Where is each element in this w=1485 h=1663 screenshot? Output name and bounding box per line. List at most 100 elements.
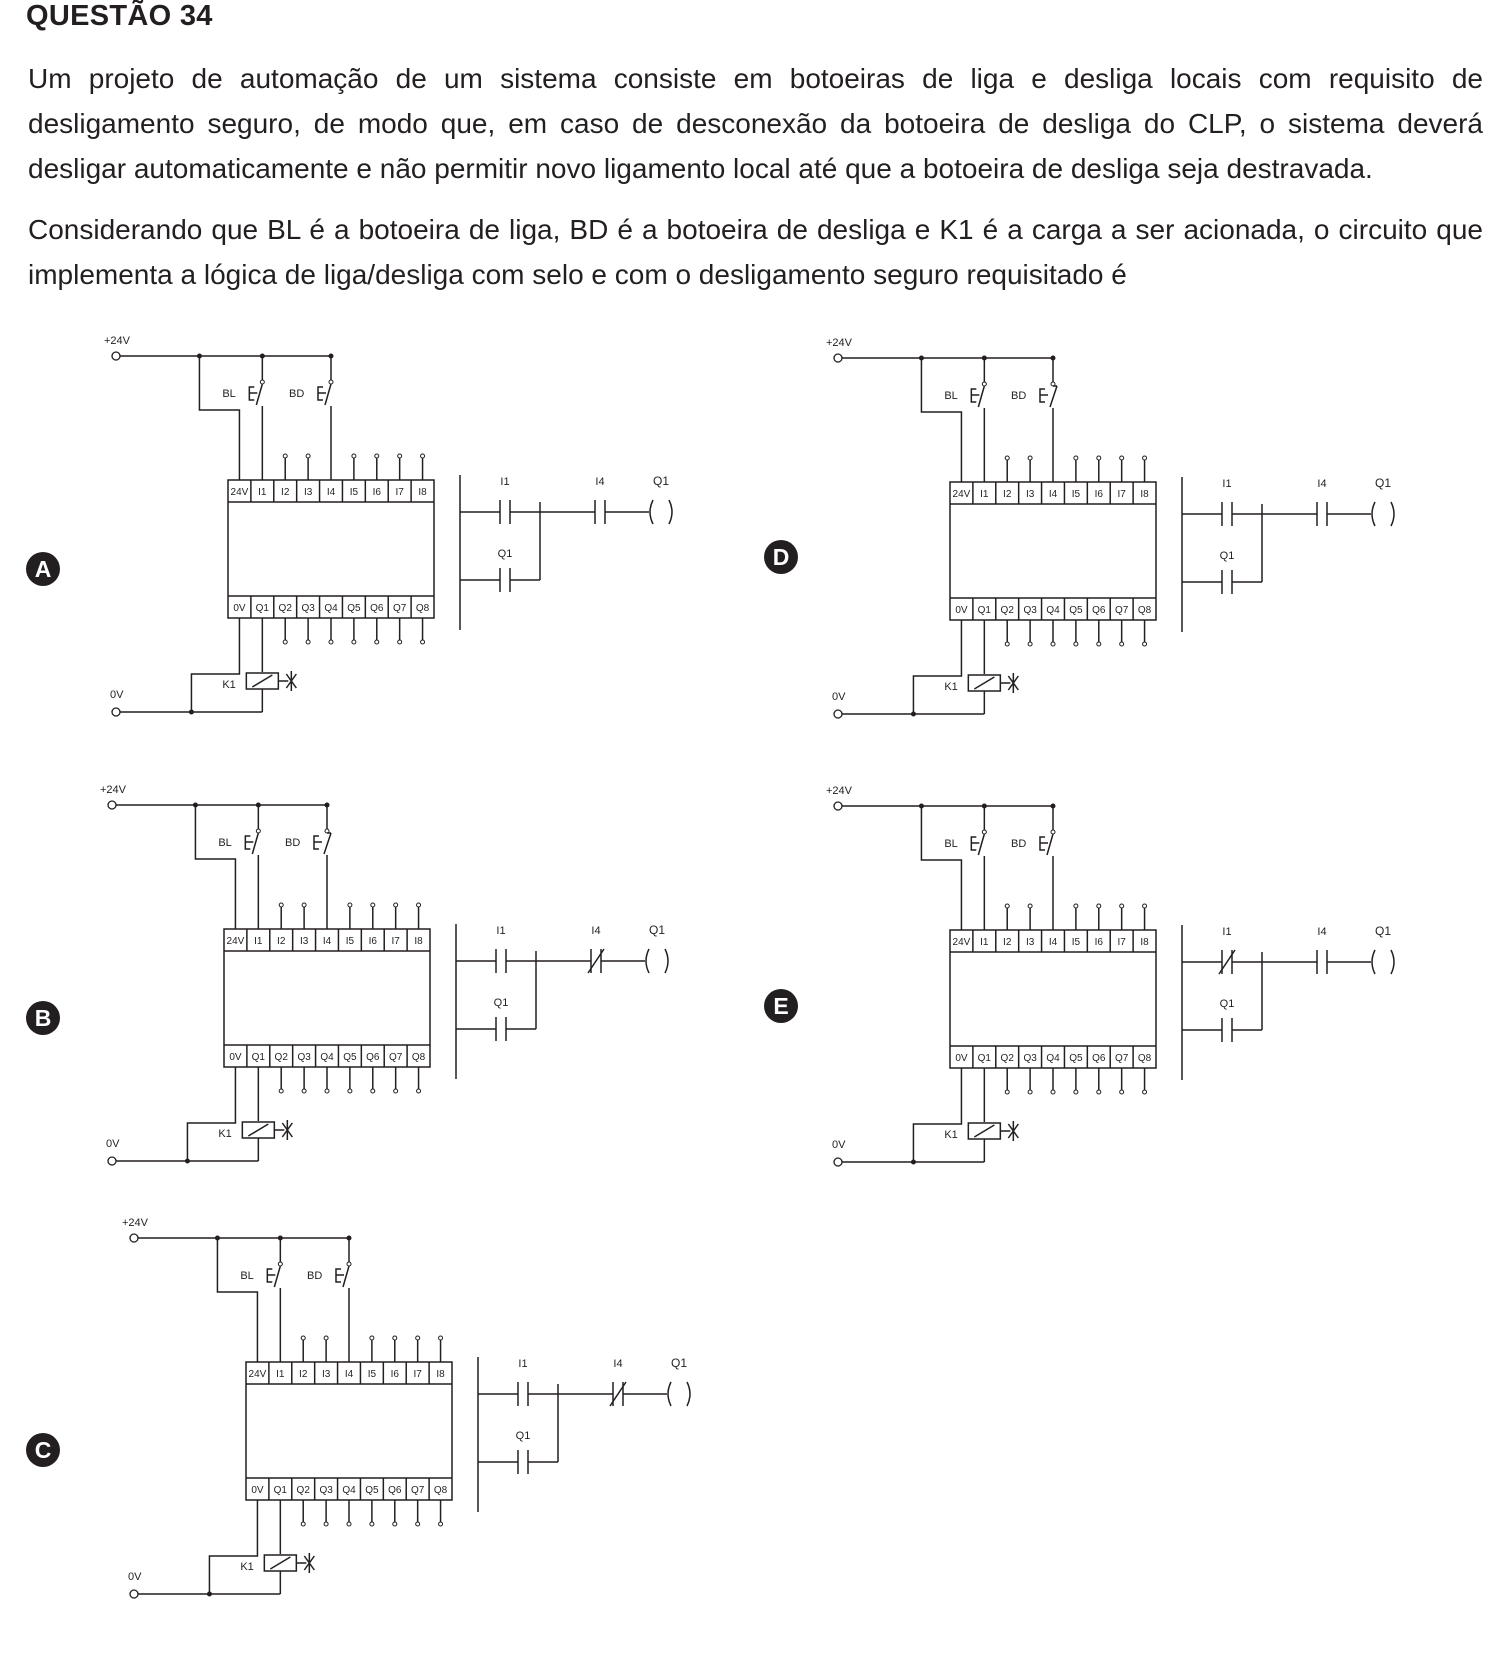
ladder-i4-label: I4 xyxy=(1317,478,1326,490)
plc-24v-feed xyxy=(194,805,237,929)
plc-input-terminal-label: I2 xyxy=(299,1369,308,1380)
plc-input-terminal-label: I2 xyxy=(1003,937,1012,948)
plc-output-terminal-label: Q8 xyxy=(1138,605,1152,616)
ground-label: 0V xyxy=(128,1571,142,1583)
option-b-badge[interactable]: B xyxy=(26,1001,60,1035)
plc-input-terminal-label: I1 xyxy=(276,1369,285,1380)
output-stub-end xyxy=(397,639,403,645)
plc-input-terminal-label: I6 xyxy=(391,1369,400,1380)
plc-input-terminal-label: I1 xyxy=(254,936,263,947)
option-e-badge[interactable]: E xyxy=(764,989,798,1023)
plc-output-terminal-label: Q5 xyxy=(343,1052,357,1063)
output-stub-end xyxy=(323,1521,329,1527)
option-c-badge[interactable]: C xyxy=(26,1433,60,1467)
plc-24v-feed xyxy=(920,358,963,482)
bd-label: BD xyxy=(289,388,304,400)
output-stub-end xyxy=(392,1521,398,1527)
output-stub-end xyxy=(1142,1089,1148,1095)
plc-output-terminal-label: Q3 xyxy=(301,603,315,614)
plc-input-terminal-label: I5 xyxy=(350,487,359,498)
plc-body xyxy=(227,479,435,619)
plc-input-terminal-label: I8 xyxy=(436,1369,445,1380)
bd-blade xyxy=(323,832,332,855)
bd-label: BD xyxy=(307,1270,322,1282)
question-title: QUESTÃO 34 xyxy=(26,0,213,32)
input-stub-end xyxy=(415,1335,421,1341)
plc-input-terminal-label: I6 xyxy=(373,487,382,498)
plc-input-terminal-label: I6 xyxy=(369,936,378,947)
plc-output-terminal-label: Q6 xyxy=(370,603,384,614)
coil-right xyxy=(1390,949,1395,975)
option-a-badge[interactable]: A xyxy=(26,552,60,586)
plc-input-terminal-label: I8 xyxy=(414,936,423,947)
plc-output-terminal-label: Q1 xyxy=(274,1485,288,1496)
bd-contact-top xyxy=(346,1261,352,1267)
ladder-seal-label: Q1 xyxy=(498,548,513,560)
bl-label: BL xyxy=(240,1270,253,1282)
plc-input-terminal-label: I3 xyxy=(1026,937,1035,948)
bl-blade xyxy=(977,833,986,856)
bd-blade xyxy=(1049,385,1058,408)
k1-suppressor xyxy=(1000,673,1019,693)
plc-output-terminal-label: Q5 xyxy=(365,1485,379,1496)
plc-input-terminal-label: I4 xyxy=(323,936,332,947)
plc-output-terminal-label: Q5 xyxy=(347,603,361,614)
bd-blade xyxy=(342,1265,350,1288)
output-stub-end xyxy=(369,1521,375,1527)
output-stub-end xyxy=(1073,1089,1079,1095)
plc-output-terminal-label: Q6 xyxy=(366,1052,380,1063)
plc-output-terminal-label: 0V xyxy=(955,1053,968,1064)
plc-output-terminal-label: Q5 xyxy=(1069,605,1083,616)
k1-suppressor xyxy=(296,1553,315,1573)
bl-actuator xyxy=(266,1268,276,1283)
output-stub-end xyxy=(1004,641,1010,647)
plc-input-terminal-label: I3 xyxy=(304,487,313,498)
plc-0v-return xyxy=(912,1068,963,1162)
bl-contact-top xyxy=(277,1261,283,1267)
plc-output-terminal-label: Q2 xyxy=(297,1485,311,1496)
bd-actuator xyxy=(1039,388,1048,403)
plc-input-terminal-label: I4 xyxy=(1049,937,1058,948)
input-stub-end xyxy=(1119,903,1125,909)
input-stub-end xyxy=(392,1335,398,1341)
input-stub-end xyxy=(1096,455,1102,461)
bl-contact-top xyxy=(981,381,987,387)
output-stub-end xyxy=(1004,1089,1010,1095)
k1-suppressor xyxy=(1000,1121,1019,1141)
output-stub-end xyxy=(351,639,357,645)
plc-output-terminal-label: Q8 xyxy=(416,603,430,614)
option-d-badge[interactable]: D xyxy=(764,540,798,574)
bl-blade xyxy=(251,832,260,855)
bl-label: BL xyxy=(218,837,231,849)
plc-output-terminal-label: Q7 xyxy=(411,1485,425,1496)
plc-24v-feed xyxy=(198,356,241,480)
output-stub-end xyxy=(416,1088,422,1094)
plc-output-terminal-label: Q2 xyxy=(1001,1053,1015,1064)
supply-label: +24V xyxy=(826,337,853,349)
plc-output-terminal-label: Q7 xyxy=(1115,605,1129,616)
k1-label: K1 xyxy=(222,679,235,691)
input-stub-end xyxy=(374,453,380,459)
input-stub-end xyxy=(416,902,422,908)
plc-input-terminal-label: 24V xyxy=(953,937,971,948)
plc-output-terminal-label: Q7 xyxy=(1115,1053,1129,1064)
ground-terminal xyxy=(107,1156,117,1166)
plc-output-terminal-label: Q6 xyxy=(388,1485,402,1496)
plc-output-terminal-label: Q2 xyxy=(279,603,293,614)
bd-actuator xyxy=(335,1268,344,1283)
plc-output-terminal-label: Q8 xyxy=(1138,1053,1152,1064)
plc-output-terminal-label: 0V xyxy=(955,605,968,616)
i4-contact-nc-slash xyxy=(609,1381,627,1407)
plc-output-terminal-label: Q5 xyxy=(1069,1053,1083,1064)
plc-output-terminal-label: Q3 xyxy=(1023,605,1037,616)
plc-input-terminal-label: 24V xyxy=(227,936,245,947)
output-stub-end xyxy=(305,639,311,645)
bd-blade xyxy=(1046,833,1054,856)
i4-contact-nc-slash xyxy=(587,948,605,974)
coil-right xyxy=(668,499,673,525)
plc-input-terminal-label: I6 xyxy=(1095,937,1104,948)
input-stub-end xyxy=(420,453,426,459)
